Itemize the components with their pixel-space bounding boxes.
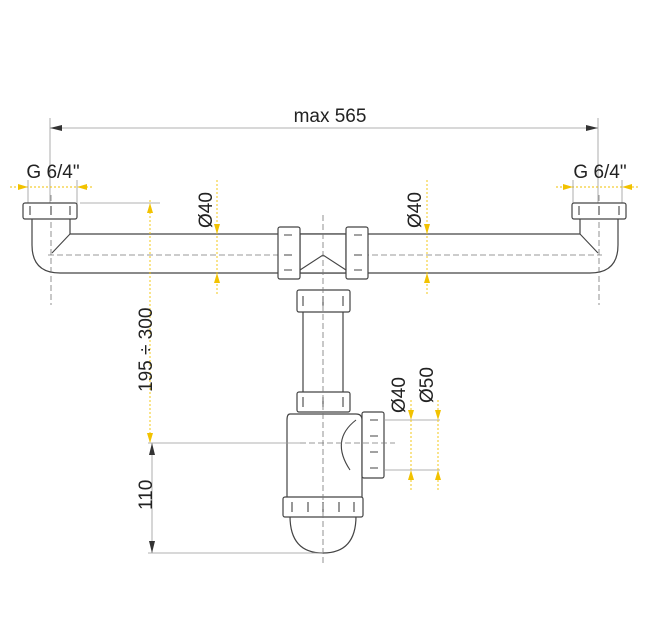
left-thread-label: G 6/4" <box>26 162 79 183</box>
outlet-outer-diameter-label: Ø50 <box>417 367 438 403</box>
overall-width-dimension: max 565 <box>49 106 599 210</box>
bottle-trap <box>282 215 395 565</box>
left-thread-dimension: G 6/4" <box>10 162 92 205</box>
right-pipe-diameter-label: Ø40 <box>405 192 426 228</box>
left-pipe-diameter-dimension: Ø40 <box>196 180 220 295</box>
height-range-dimension: 195 ÷ 300 <box>80 200 160 443</box>
trap-height-dimension: 110 <box>136 442 323 554</box>
trap-height-label: 110 <box>136 480 157 510</box>
height-range-label: 195 ÷ 300 <box>136 308 157 392</box>
right-pipe-diameter-dimension: Ø40 <box>405 180 430 295</box>
outlet-inner-diameter-label: Ø40 <box>389 377 410 413</box>
right-thread-label: G 6/4" <box>573 162 626 183</box>
left-pipe-diameter-label: Ø40 <box>196 192 217 228</box>
right-thread-dimension: G 6/4" <box>556 162 640 205</box>
outlet-diameter-dimensions: Ø40 Ø50 <box>384 367 441 490</box>
overall-width-label: max 565 <box>294 106 367 127</box>
